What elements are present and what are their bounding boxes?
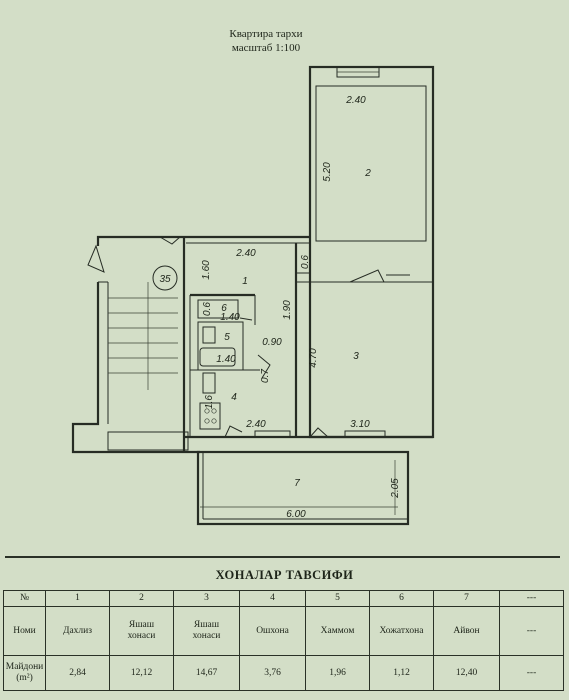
room-name-cell: Ошхона (239, 606, 306, 656)
dim-hall-side: 1.90 (282, 300, 293, 320)
dim-room3-length: 4.70 (308, 348, 319, 368)
room-number-2: 2 (364, 168, 371, 179)
room-number-1: 1 (242, 276, 248, 287)
dim-room2-length: 5.20 (322, 162, 333, 182)
block-number-circle (152, 265, 178, 291)
room-number-3: 3 (353, 351, 359, 362)
dim-hall-depth: 1.60 (201, 260, 212, 280)
room-area-cell: --- (499, 655, 564, 691)
room-area-cell: 14,67 (173, 655, 240, 691)
room-area-cell: 12,12 (109, 655, 174, 691)
dim-toilet-width: 1.40 (220, 312, 240, 323)
room-name-cell: Хожатхона (369, 606, 434, 656)
dim-bath-side: 0.90 (262, 337, 282, 348)
room-name-cell: --- (499, 606, 564, 656)
table-header-cell: 2 (109, 590, 174, 607)
section-divider (5, 556, 560, 558)
room-numbers: 1 2 3 4 5 6 7 (221, 168, 371, 489)
room-number-7: 7 (294, 478, 300, 489)
room-number-5: 5 (224, 332, 230, 343)
apartment-walls (182, 235, 433, 452)
room-name-cell: Айвон (433, 606, 500, 656)
row-label-name: Номи (3, 606, 46, 656)
table-header-cell: 1 (45, 590, 110, 607)
stair-block (71, 235, 200, 454)
table-header-cell: 5 (305, 590, 370, 607)
room-name-cell: Хаммом (305, 606, 370, 656)
block-number: 35 (159, 274, 171, 285)
table-header-cell: 3 (173, 590, 240, 607)
room-area-cell: 3,76 (239, 655, 306, 691)
table-title: ХОНАЛАР ТАВСИФИ (215, 568, 354, 582)
room-2-walls (308, 65, 435, 439)
dim-niche-width: 0.6 (300, 255, 311, 269)
row-label-area: Майдони(m²) (3, 655, 46, 691)
table-header-cell: № (3, 590, 46, 607)
room-name-cell: Дахлиз (45, 606, 110, 656)
room-area-cell: 12,40 (433, 655, 500, 691)
dim-room3-width: 3.10 (350, 419, 370, 430)
floor-plan: Квартира тархи масштаб 1:100 35 (71, 28, 435, 526)
dim-kitchen-depth: 1.6 (204, 395, 215, 409)
plan-scale: масштаб 1:100 (232, 42, 301, 54)
dimension-labels: 2.40 5.20 2.40 1.60 0.6 1.90 0.6 1.40 1.… (201, 95, 401, 520)
plan-title: Квартира тархи (229, 28, 302, 40)
dim-kitchen-width: 2.40 (245, 419, 266, 430)
dim-bath-width: 1.40 (216, 354, 236, 365)
dim-loggia-depth: 2.05 (390, 478, 401, 499)
dim-room2-width: 2.40 (345, 95, 366, 106)
room-number-4: 4 (231, 392, 237, 403)
dim-kitchen-side: 0.7 (260, 369, 271, 383)
table-header-cell: 6 (369, 590, 434, 607)
room-area-cell: 2,84 (45, 655, 110, 691)
room-area-cell: 1,12 (369, 655, 434, 691)
dim-hall-width: 2.40 (235, 248, 256, 259)
table-header-cell: --- (499, 590, 564, 607)
stair-treads (108, 282, 178, 390)
dim-toilet-depth: 0.6 (202, 302, 213, 316)
room-area-cell: 1,96 (305, 655, 370, 691)
loggia-walls (196, 450, 410, 526)
room-number-6: 6 (221, 303, 227, 314)
dim-loggia-width: 6.00 (286, 509, 306, 520)
table-header-cell: 4 (239, 590, 306, 607)
table-header-cell: 7 (433, 590, 500, 607)
